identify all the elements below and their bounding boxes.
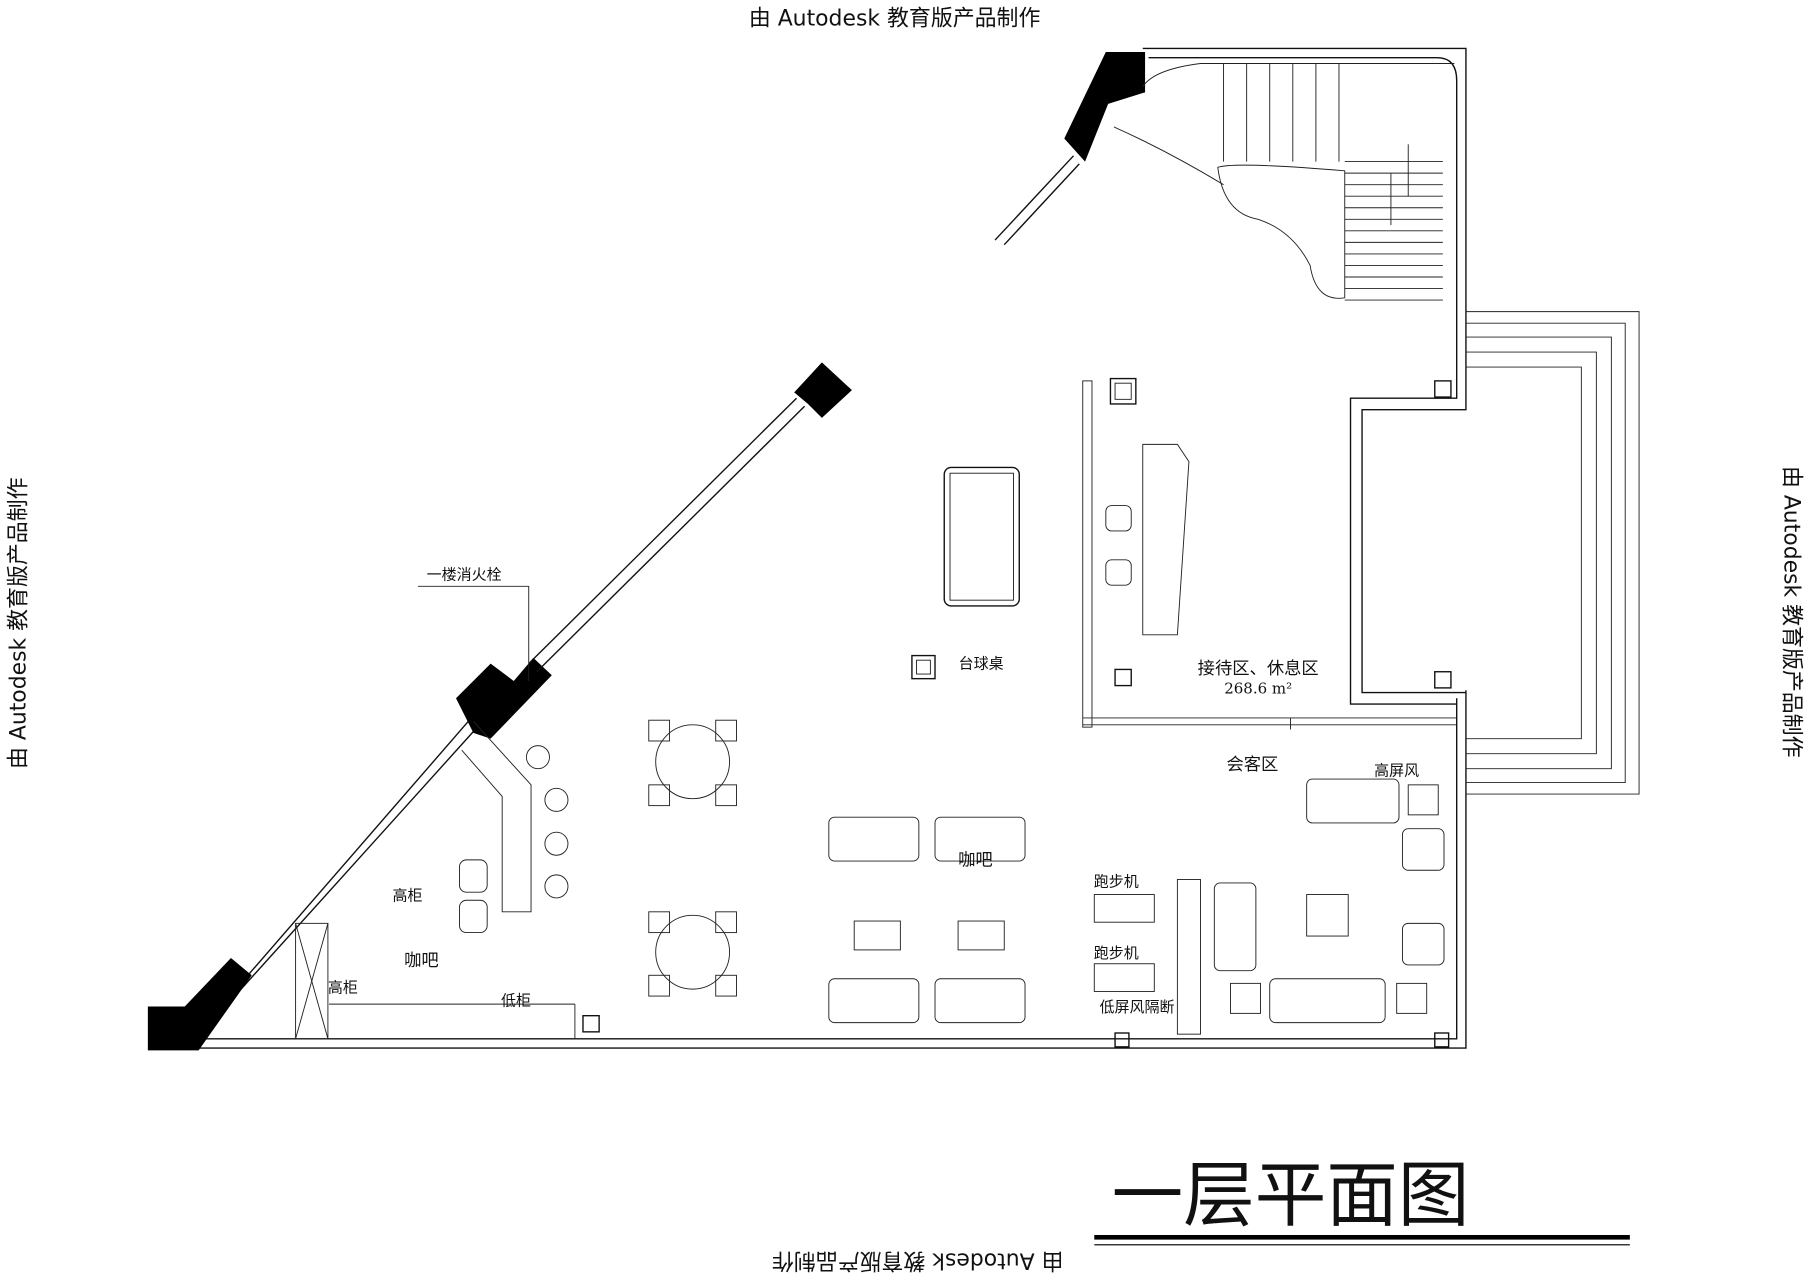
watermark-bottom: 由 Autodesk 教育版产品制作 bbox=[772, 1247, 1064, 1272]
column bbox=[794, 362, 852, 418]
furniture bbox=[459, 377, 1452, 1048]
title-underline bbox=[1094, 1234, 1630, 1240]
label-high-cabinet-2: 高柜 bbox=[328, 979, 358, 997]
label-high-screen: 高屏风 bbox=[1374, 762, 1419, 780]
round-table bbox=[655, 724, 731, 800]
label-reception: 接待区、休息区 bbox=[1198, 659, 1319, 679]
watermark-top: 由 Autodesk 教育版产品制作 bbox=[749, 6, 1041, 31]
label-coffee-bar-center: 咖吧 bbox=[958, 851, 993, 871]
title-underline-thin bbox=[1094, 1244, 1630, 1246]
billiard-table bbox=[943, 466, 1020, 607]
label-area: 268.6 m² bbox=[1224, 680, 1292, 698]
walls bbox=[147, 47, 1640, 1051]
label-meeting: 会客区 bbox=[1226, 755, 1278, 775]
label-hydrant: 一楼消火栓 bbox=[427, 565, 502, 583]
label-treadmill-2: 跑步机 bbox=[1094, 944, 1139, 962]
label-coffee-bar-left: 咖吧 bbox=[404, 951, 439, 971]
column bbox=[1064, 51, 1146, 162]
label-low-screen: 低屏风隔断 bbox=[1099, 998, 1174, 1016]
column bbox=[456, 657, 552, 739]
label-billiard: 台球桌 bbox=[959, 654, 1004, 672]
sofas bbox=[828, 778, 1445, 1024]
label-treadmill-1: 跑步机 bbox=[1094, 872, 1139, 890]
column bbox=[147, 957, 252, 1051]
watermark-left: 由 Autodesk 教育版产品制作 bbox=[7, 477, 32, 769]
watermark-right: 由 Autodesk 教育版产品制作 bbox=[1778, 466, 1803, 758]
round-table bbox=[655, 914, 731, 990]
label-high-cabinet-1: 高柜 bbox=[393, 886, 423, 904]
label-low-cabinet: 低柜 bbox=[501, 991, 531, 1009]
drawing-title: 一层平面图 bbox=[1112, 1154, 1470, 1237]
